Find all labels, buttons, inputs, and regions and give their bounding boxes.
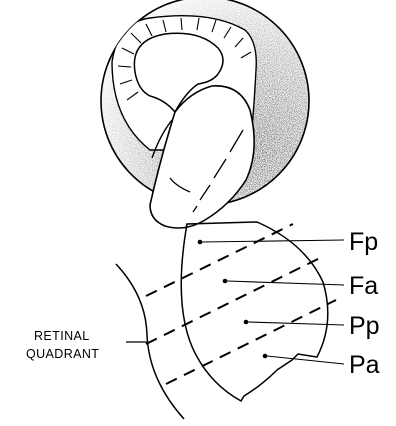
label-quadrant: QUADRANT xyxy=(26,347,99,361)
label-pa: Pa xyxy=(349,351,380,379)
dashed-line-3 xyxy=(166,300,336,384)
dot-fp xyxy=(198,240,203,245)
label-fp: Fp xyxy=(349,228,378,256)
label-pp: Pp xyxy=(349,312,380,340)
leader-fp xyxy=(202,240,344,242)
dot-pp xyxy=(244,320,249,325)
dashed-line-1 xyxy=(146,224,293,296)
quadrant-outline xyxy=(181,222,328,401)
dot-fa xyxy=(223,279,228,284)
leader-pa xyxy=(267,356,344,364)
leader-fa xyxy=(227,281,344,285)
leader-pp xyxy=(248,322,344,325)
label-fa: Fa xyxy=(349,272,378,300)
label-retinal: RETINAL xyxy=(34,329,90,343)
retinal-quadrant xyxy=(116,222,344,419)
dot-pa xyxy=(263,354,268,359)
dashed-line-2 xyxy=(146,256,324,344)
